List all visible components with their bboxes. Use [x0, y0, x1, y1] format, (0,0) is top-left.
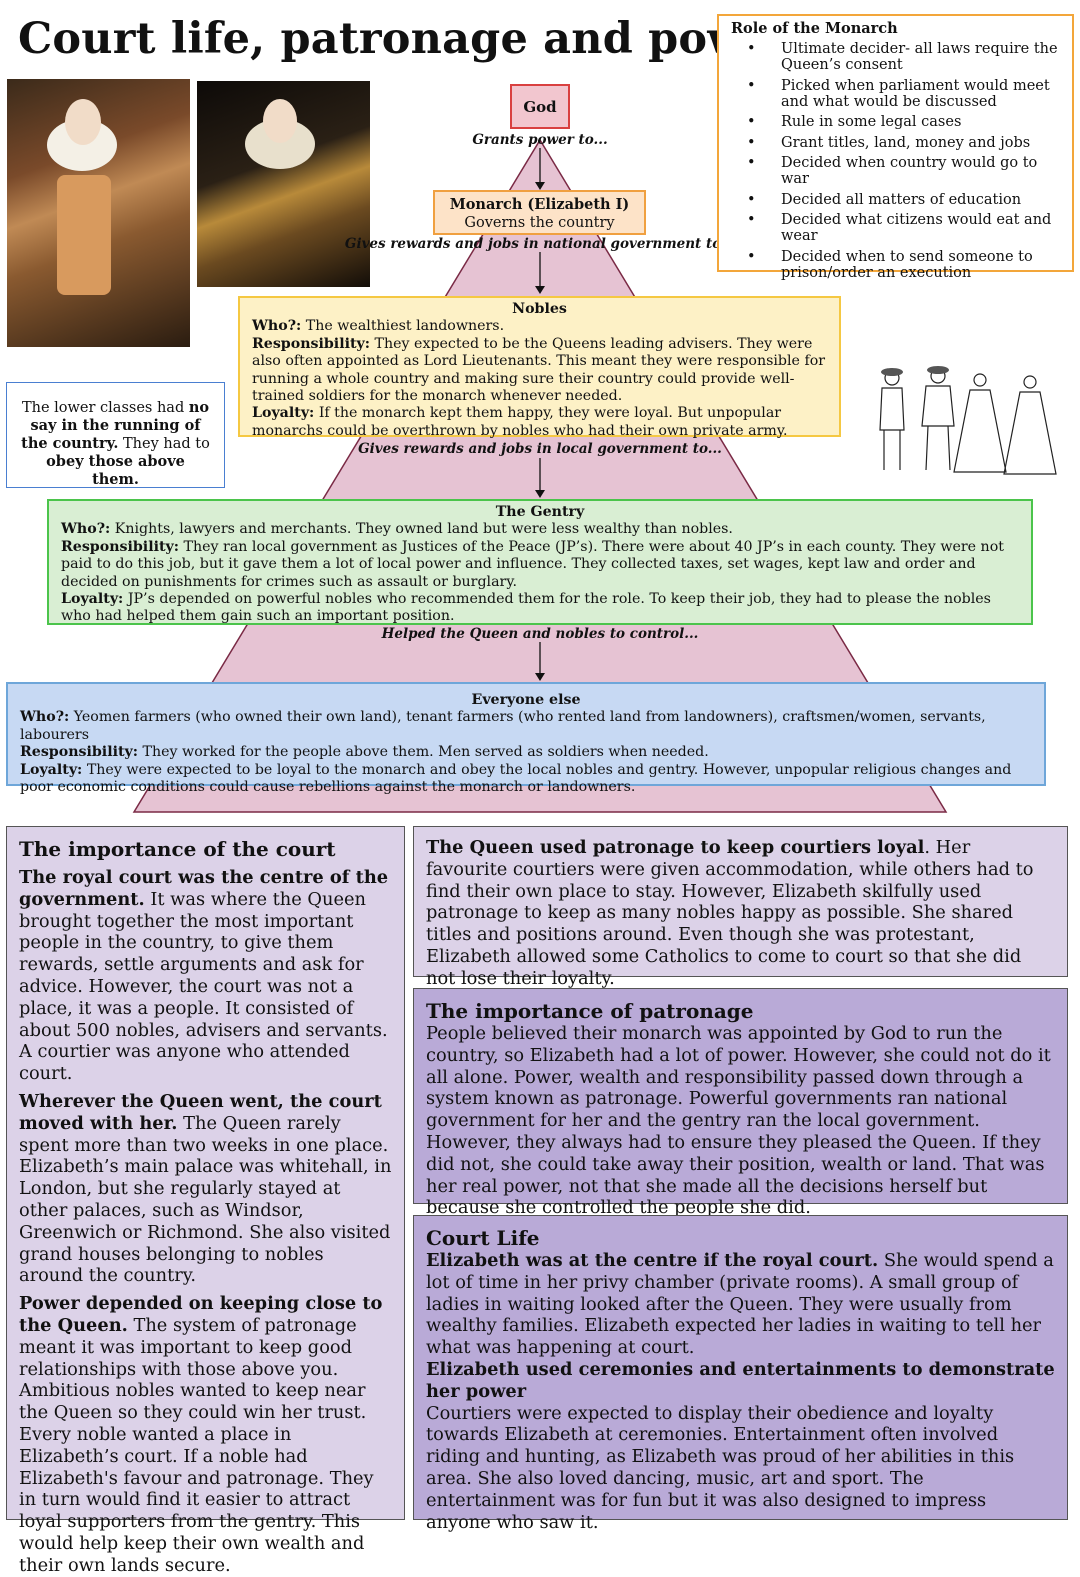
lower-classes-note: The lower classes had no say in the runn…: [6, 382, 225, 488]
lower-bold-2: obey those above them.: [46, 453, 185, 488]
nobles-box: Nobles Who?: The wealthiest landowners. …: [238, 296, 841, 439]
tudor-figures-image: [879, 366, 1057, 475]
monarch-box: Monarch (Elizabeth I) Governs the countr…: [433, 190, 646, 235]
patronage-loyal-panel: The Queen used patronage to keep courtie…: [413, 826, 1068, 989]
everyone-loyalty: They were expected to be loyal to the mo…: [20, 761, 1012, 796]
court-life-panel: Court Life Elizabeth was at the centre i…: [413, 1215, 1068, 1533]
god-box: God: [510, 84, 570, 129]
court-life-text-2: Courtiers were expected to display their…: [426, 1402, 1015, 1533]
court-life-bold-1: Elizabeth was at the centre if the royal…: [426, 1250, 879, 1271]
gentry-loyalty-label: Loyalty:: [61, 591, 124, 608]
court-p1-bold: The royal court was the centre of the go…: [19, 867, 389, 910]
gentry-who: Knights, lawyers and merchants. They own…: [110, 521, 733, 538]
elizabeth-portrait-image: [7, 79, 190, 347]
nobles-heading: Nobles: [512, 301, 567, 317]
gentry-box: The Gentry Who?: Knights, lawyers and me…: [47, 499, 1033, 625]
monarch-subtitle: Governs the country: [464, 215, 615, 231]
role-heading: Role of the Monarch: [731, 20, 898, 37]
court-life-text-1: She would spend a lot of time in her pri…: [426, 1250, 1054, 1359]
loyal-text: . Her favourite courtiers were given acc…: [426, 837, 1034, 989]
court-p2: The Queen rarely spent more than two wee…: [19, 1112, 392, 1287]
role-item: Decided all matters of education: [731, 192, 1060, 208]
loyal-bold: The Queen used patronage to keep courtie…: [426, 837, 925, 858]
court-heading: The importance of the court: [19, 837, 336, 861]
nobles-who: The wealthiest landowners.: [301, 318, 505, 335]
everyone-who-label: Who?:: [20, 709, 70, 726]
gentry-heading: The Gentry: [495, 504, 585, 520]
gentry-who-label: Who?:: [61, 521, 111, 538]
nobles-resp-label: Responsibility:: [252, 335, 371, 352]
hierarchy-pyramid: [132, 138, 948, 813]
helped-caption: Helped the Queen and nobles to control..…: [381, 626, 699, 642]
role-item: Picked when parliament would meet and wh…: [731, 78, 1060, 110]
role-of-monarch-box: Role of the Monarch Ultimate decider- al…: [717, 14, 1074, 281]
everyone-else-box: Everyone else Who?: Yeomen farmers (who …: [6, 682, 1046, 795]
page-title: Court life, patronage and power: [18, 14, 795, 64]
national-caption: Gives rewards and jobs in national gover…: [344, 236, 736, 252]
everyone-who: Yeomen farmers (who owned their own land…: [20, 709, 986, 743]
court-p1: It was where the Queen brought together …: [19, 888, 388, 1085]
importance-of-court-panel: The importance of the court The royal co…: [6, 826, 405, 1576]
role-item: Ultimate decider- all laws require the Q…: [731, 41, 1060, 73]
patronage-heading: The importance of patronage: [426, 999, 754, 1023]
court-p2-bold: Wherever the Queen went, the court moved…: [19, 1090, 382, 1134]
elizabeth-portrait-image: [197, 81, 370, 287]
court-p3-bold: Power depended on keeping close to the Q…: [19, 1293, 383, 1336]
lower-text-1: The lower classes had: [21, 400, 189, 416]
local-caption: Gives rewards and jobs in local governme…: [358, 441, 722, 457]
gentry-resp-label: Responsibility:: [61, 538, 180, 555]
gentry-resp: They ran local government as Justices of…: [61, 538, 1004, 590]
role-item: Decided when country would go to war: [731, 155, 1060, 187]
everyone-resp: They worked for the people above them. M…: [138, 744, 709, 761]
court-life-bold-2: Elizabeth used ceremonies and entertainm…: [426, 1358, 1055, 1402]
nobles-loyalty: If the monarch kept them happy, they wer…: [252, 405, 788, 439]
everyone-resp-label: Responsibility:: [20, 744, 139, 761]
lower-bold-1: no say in the running of the country.: [21, 399, 210, 452]
patronage-text: People believed their monarch was appoin…: [426, 1023, 1051, 1219]
nobles-loyalty-label: Loyalty:: [252, 405, 315, 422]
everyone-loyalty-label: Loyalty:: [20, 761, 83, 778]
importance-of-patronage-panel: The importance of patronage People belie…: [413, 988, 1068, 1218]
lower-text-2: They had to: [118, 436, 210, 452]
monarch-title: Monarch (Elizabeth I): [449, 196, 630, 213]
nobles-who-label: Who?:: [252, 318, 302, 335]
grants-caption: Grants power to...: [472, 132, 608, 148]
role-item: Grant titles, land, money and jobs: [731, 135, 1060, 151]
everyone-heading: Everyone else: [471, 692, 581, 708]
gentry-loyalty: JP’s depended on powerful nobles who rec…: [61, 591, 991, 625]
court-life-heading: Court Life: [426, 1226, 540, 1250]
role-item: Decided what citizens would eat and wear: [731, 212, 1060, 244]
role-list: Ultimate decider- all laws require the Q…: [731, 41, 1060, 281]
role-item: Decided when to send someone to prison/o…: [731, 249, 1060, 281]
court-p3: The system of patronage meant it was imp…: [19, 1314, 374, 1576]
role-item: Rule in some legal cases: [731, 114, 1060, 130]
nobles-resp: They expected to be the Queens leading a…: [252, 335, 826, 405]
